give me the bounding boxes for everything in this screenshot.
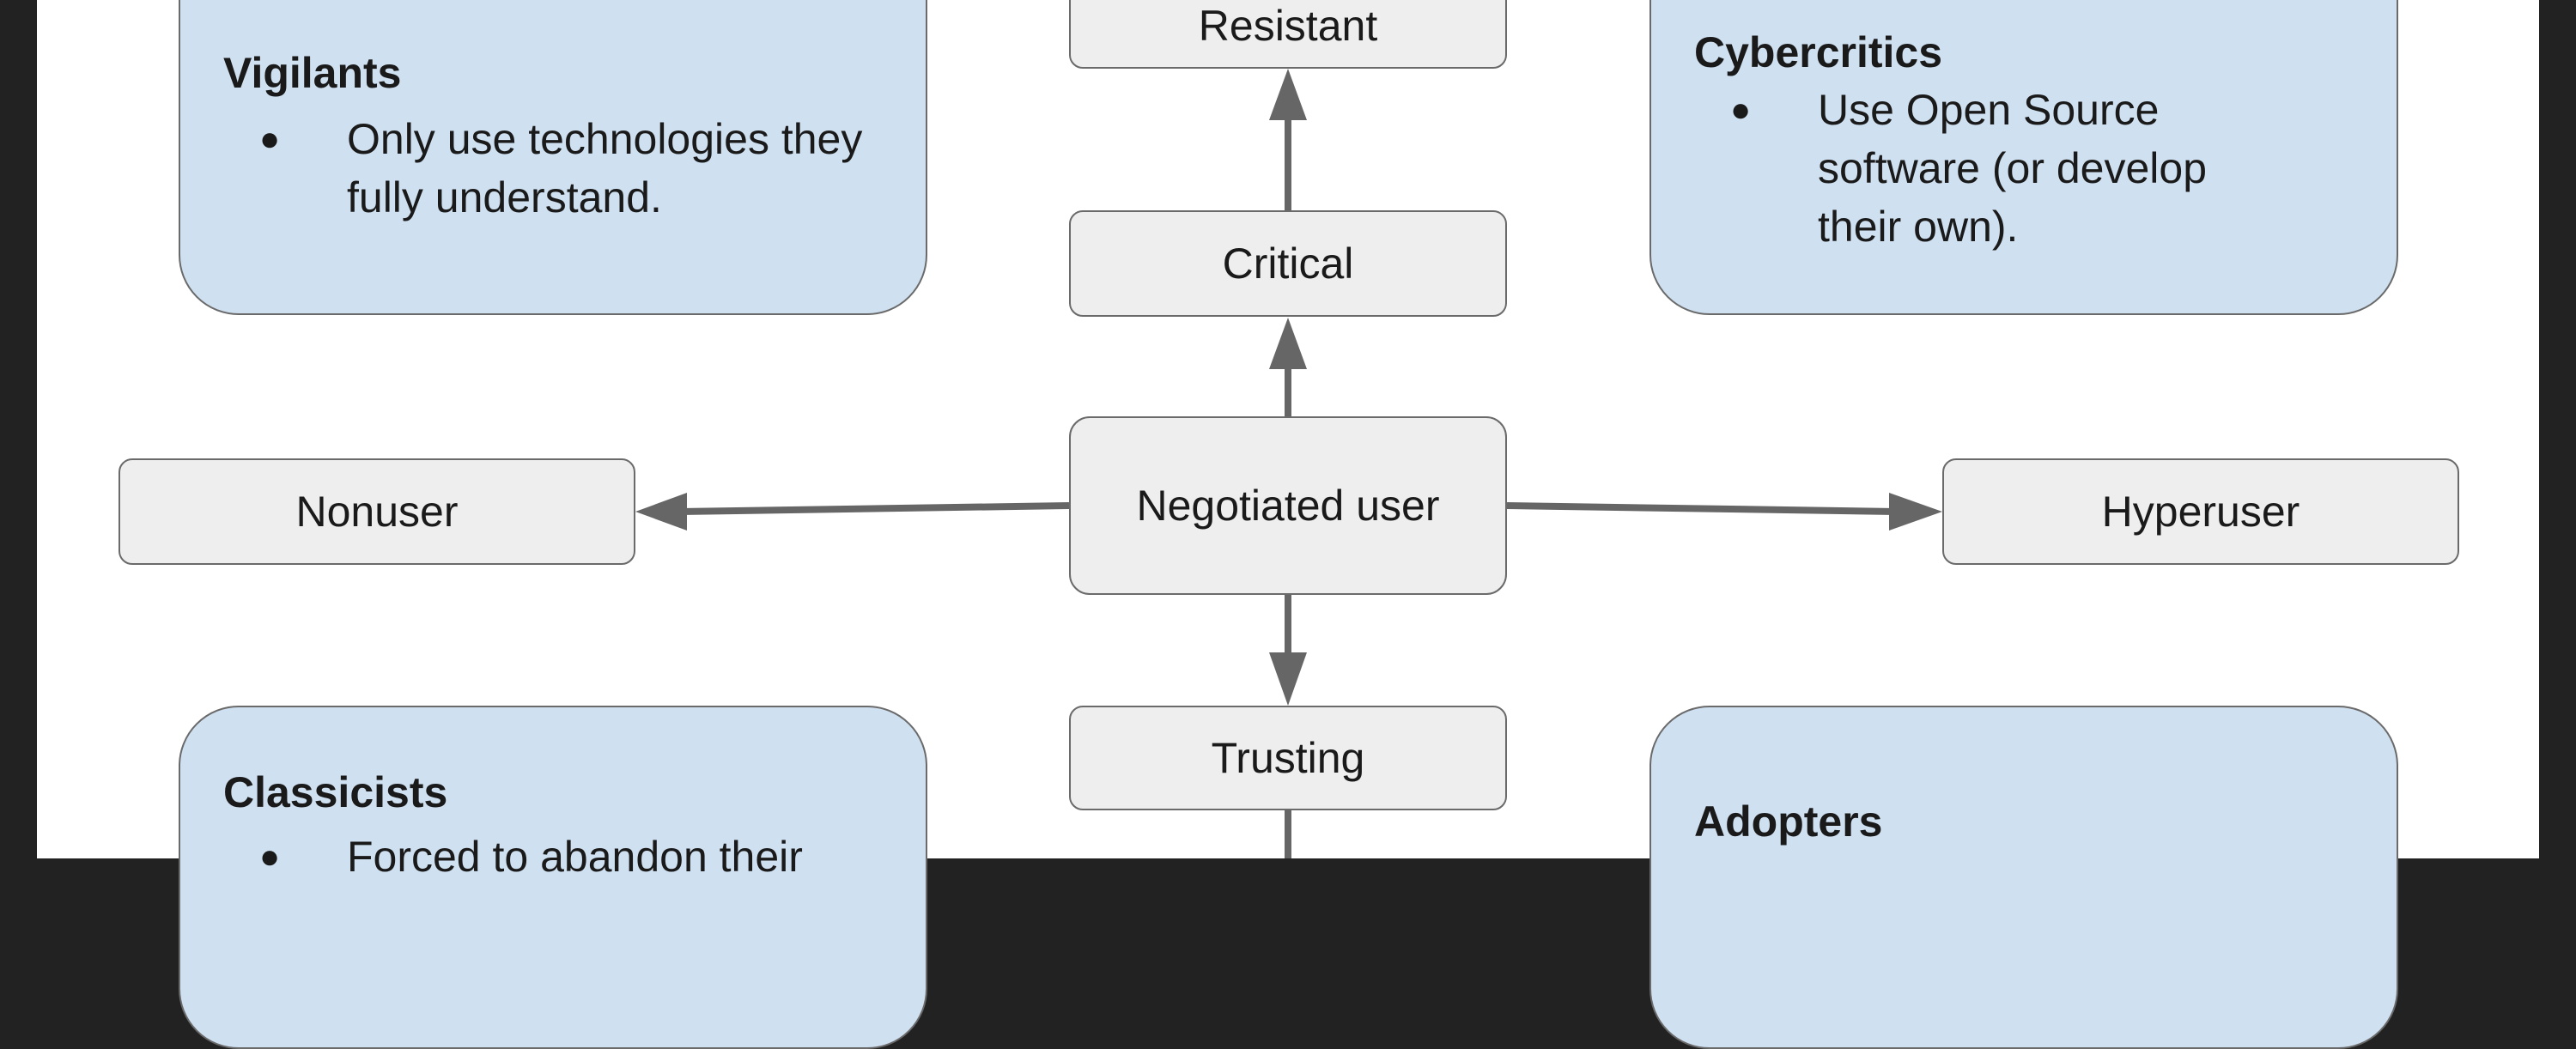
connector-layer bbox=[635, 69, 1942, 858]
group-classicists: Classicists ● Forced to abandon their bbox=[179, 706, 927, 1049]
node-resistant-label: Resistant bbox=[1198, 2, 1378, 50]
group-vigilants-title: Vigilants bbox=[223, 49, 402, 97]
group-classicists-item-0: Forced to abandon their bbox=[347, 833, 803, 881]
node-hyperuser-label: Hyperuser bbox=[2101, 488, 2300, 536]
list-item: ● Use Open Source software (or develop t… bbox=[1730, 81, 2299, 256]
group-vigilants-item-0: Only use technologies they fully underst… bbox=[347, 115, 863, 221]
group-classicists-list: ● Forced to abandon their bbox=[259, 828, 896, 886]
arrow-center-to-nonuser bbox=[635, 493, 1070, 531]
node-critical-label: Critical bbox=[1222, 240, 1354, 288]
node-critical: Critical bbox=[1069, 210, 1507, 317]
group-vigilants-list: ● Only use technologies they fully under… bbox=[259, 110, 896, 227]
group-classicists-title: Classicists bbox=[223, 768, 448, 816]
node-trusting-label: Trusting bbox=[1211, 734, 1365, 782]
node-trusting: Trusting bbox=[1069, 706, 1507, 810]
left-frame-bar bbox=[0, 0, 37, 858]
group-cybercritics-list: ● Use Open Source software (or develop t… bbox=[1730, 81, 2299, 256]
list-item: ● Only use technologies they fully under… bbox=[259, 110, 896, 227]
bullet-icon: ● bbox=[259, 838, 281, 876]
node-resistant: Resistant bbox=[1069, 0, 1507, 69]
group-adopters-title: Adopters bbox=[1694, 797, 1883, 846]
arrow-center-to-hyperuser bbox=[1506, 493, 1942, 531]
bullet-icon: ● bbox=[259, 120, 281, 158]
group-vigilants: Vigilants ● Only use technologies they f… bbox=[179, 0, 927, 315]
arrow-critical-to-resistant bbox=[1269, 69, 1307, 210]
group-cybercritics: Cybercritics ● Use Open Source software … bbox=[1649, 0, 2398, 315]
group-cybercritics-item-0: Use Open Source software (or develop the… bbox=[1818, 86, 2208, 251]
node-nonuser: Nonuser bbox=[118, 458, 635, 565]
bullet-icon: ● bbox=[1730, 91, 1752, 129]
group-cybercritics-title: Cybercritics bbox=[1694, 28, 1943, 76]
group-adopters: Adopters bbox=[1649, 706, 2398, 1049]
arrow-center-to-critical bbox=[1269, 318, 1307, 416]
node-nonuser-label: Nonuser bbox=[295, 488, 459, 536]
node-hyperuser: Hyperuser bbox=[1942, 458, 2459, 565]
node-negotiated-user-label: Negotiated user bbox=[1136, 482, 1440, 530]
arrow-center-to-trusting bbox=[1269, 595, 1307, 706]
list-item: ● Forced to abandon their bbox=[259, 828, 896, 886]
right-frame-bar bbox=[2539, 0, 2576, 858]
node-negotiated-user: Negotiated user bbox=[1069, 416, 1507, 595]
